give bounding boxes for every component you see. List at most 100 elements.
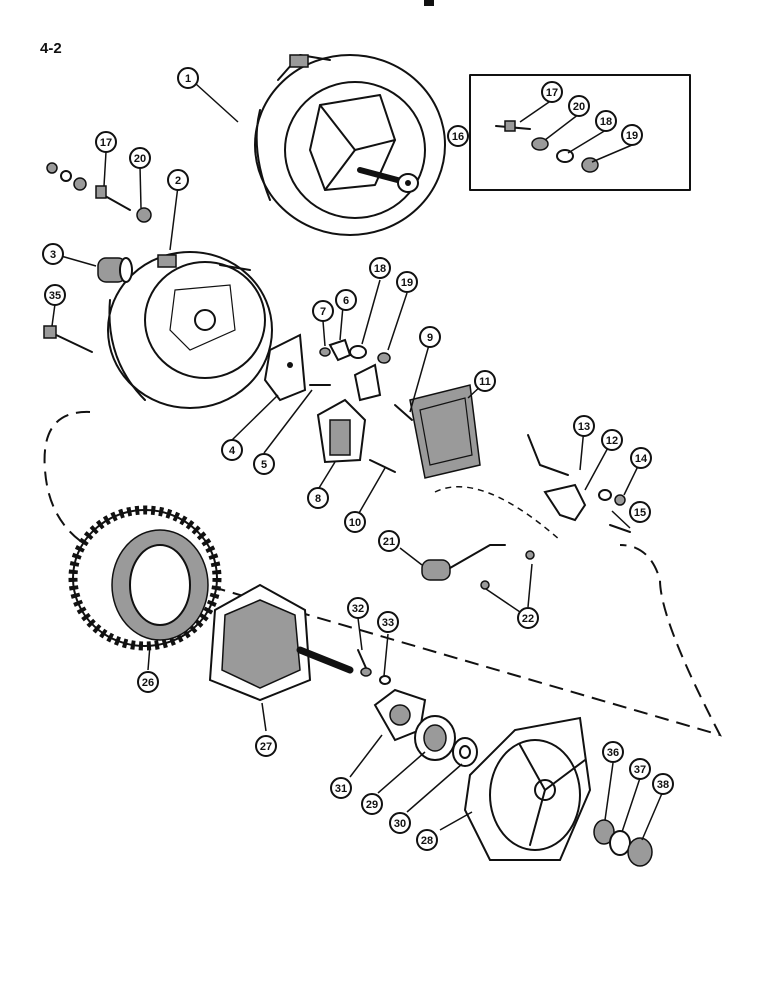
part-capacitor bbox=[421, 544, 535, 590]
part-brackets bbox=[263, 333, 413, 421]
callout-circle bbox=[177, 67, 199, 89]
callout-22: 22 bbox=[517, 607, 539, 629]
callout-31: 31 bbox=[330, 777, 352, 799]
callout-circle bbox=[517, 607, 539, 629]
callout-label: 14 bbox=[635, 453, 648, 465]
callout-circle bbox=[129, 147, 151, 169]
callout-label: 3 bbox=[50, 249, 56, 261]
callout-label: 31 bbox=[335, 783, 347, 795]
callout-label: 27 bbox=[260, 741, 272, 753]
callout-8: 8 bbox=[307, 487, 329, 509]
callout-19: 19 bbox=[621, 124, 643, 146]
callout-circle bbox=[419, 326, 441, 348]
callout-circle bbox=[312, 300, 334, 322]
callout-label: 10 bbox=[349, 517, 361, 529]
callout-37: 37 bbox=[629, 758, 651, 780]
callout-6: 6 bbox=[335, 289, 357, 311]
callout-15: 15 bbox=[629, 501, 651, 523]
callout-label: 2 bbox=[175, 175, 181, 187]
inset-parts bbox=[495, 120, 599, 173]
callout-label: 13 bbox=[578, 421, 590, 433]
part-spacer-nut bbox=[593, 819, 653, 867]
callout-9: 9 bbox=[419, 326, 441, 348]
callout-28: 28 bbox=[416, 829, 438, 851]
callout-11: 11 bbox=[474, 370, 496, 392]
callout-circle bbox=[389, 812, 411, 834]
part-small-hardware-left bbox=[46, 162, 152, 223]
callout-circle bbox=[344, 511, 366, 533]
part-retainer-plate bbox=[373, 688, 427, 742]
callout-layer: 1234567891011121314151617171818191920202… bbox=[42, 67, 674, 851]
callout-label: 17 bbox=[100, 137, 112, 149]
callout-label: 9 bbox=[427, 332, 433, 344]
part-bushing bbox=[97, 257, 133, 283]
callout-label: 37 bbox=[634, 764, 646, 776]
callout-circle bbox=[335, 289, 357, 311]
part-rotor bbox=[208, 583, 354, 702]
callout-label: 18 bbox=[600, 116, 612, 128]
callout-1: 1 bbox=[177, 67, 199, 89]
callout-circle bbox=[630, 447, 652, 469]
callout-13: 13 bbox=[573, 415, 595, 437]
callout-circle bbox=[44, 284, 66, 306]
callout-17: 17 bbox=[541, 81, 563, 103]
callout-circle bbox=[595, 110, 617, 132]
callout-label: 32 bbox=[352, 603, 364, 615]
part-screw-32 bbox=[357, 649, 391, 685]
callout-label: 20 bbox=[573, 101, 585, 113]
callout-circle bbox=[95, 131, 117, 153]
callout-7: 7 bbox=[312, 300, 334, 322]
callout-circle bbox=[474, 370, 496, 392]
callout-label: 36 bbox=[607, 747, 619, 759]
callout-label: 16 bbox=[452, 131, 464, 143]
callout-19: 19 bbox=[396, 271, 418, 293]
callout-label: 7 bbox=[320, 306, 326, 318]
callout-circle bbox=[601, 429, 623, 451]
callout-label: 8 bbox=[315, 493, 321, 505]
callout-label: 26 bbox=[142, 677, 154, 689]
callout-circle bbox=[416, 829, 438, 851]
callout-circle bbox=[541, 81, 563, 103]
callout-label: 38 bbox=[657, 779, 669, 791]
callout-circle bbox=[221, 439, 243, 461]
part-stator bbox=[68, 505, 222, 651]
callout-label: 17 bbox=[546, 87, 558, 99]
callout-label: 19 bbox=[401, 277, 413, 289]
callout-circle bbox=[568, 95, 590, 117]
callout-21: 21 bbox=[378, 530, 400, 552]
callout-circle bbox=[396, 271, 418, 293]
callout-32: 32 bbox=[347, 597, 369, 619]
callout-circle bbox=[167, 169, 189, 191]
callout-17: 17 bbox=[95, 131, 117, 153]
callout-label: 21 bbox=[383, 536, 395, 548]
callout-circle bbox=[652, 773, 674, 795]
part-rear-housing bbox=[107, 251, 273, 409]
callout-label: 12 bbox=[606, 435, 618, 447]
callout-circle bbox=[253, 453, 275, 475]
callout-label: 6 bbox=[343, 295, 349, 307]
leader-lines bbox=[51, 83, 664, 841]
callout-14: 14 bbox=[630, 447, 652, 469]
callout-26: 26 bbox=[137, 671, 159, 693]
callout-36: 36 bbox=[602, 741, 624, 763]
callout-33: 33 bbox=[377, 611, 399, 633]
part-drive-end-frame bbox=[463, 716, 592, 861]
callout-label: 11 bbox=[479, 376, 491, 388]
callout-10: 10 bbox=[344, 511, 366, 533]
top-edge-mark bbox=[424, 0, 434, 6]
callout-label: 15 bbox=[634, 507, 646, 519]
callout-circle bbox=[307, 487, 329, 509]
callout-38: 38 bbox=[652, 773, 674, 795]
inset-box bbox=[469, 74, 691, 191]
callout-4: 4 bbox=[221, 439, 243, 461]
callout-circle bbox=[573, 415, 595, 437]
callout-label: 1 bbox=[185, 73, 191, 85]
callout-circle bbox=[447, 125, 469, 147]
part-rectifier bbox=[409, 384, 481, 479]
callout-label: 33 bbox=[382, 617, 394, 629]
callout-circle bbox=[629, 758, 651, 780]
callout-circle bbox=[369, 257, 391, 279]
callout-20: 20 bbox=[129, 147, 151, 169]
